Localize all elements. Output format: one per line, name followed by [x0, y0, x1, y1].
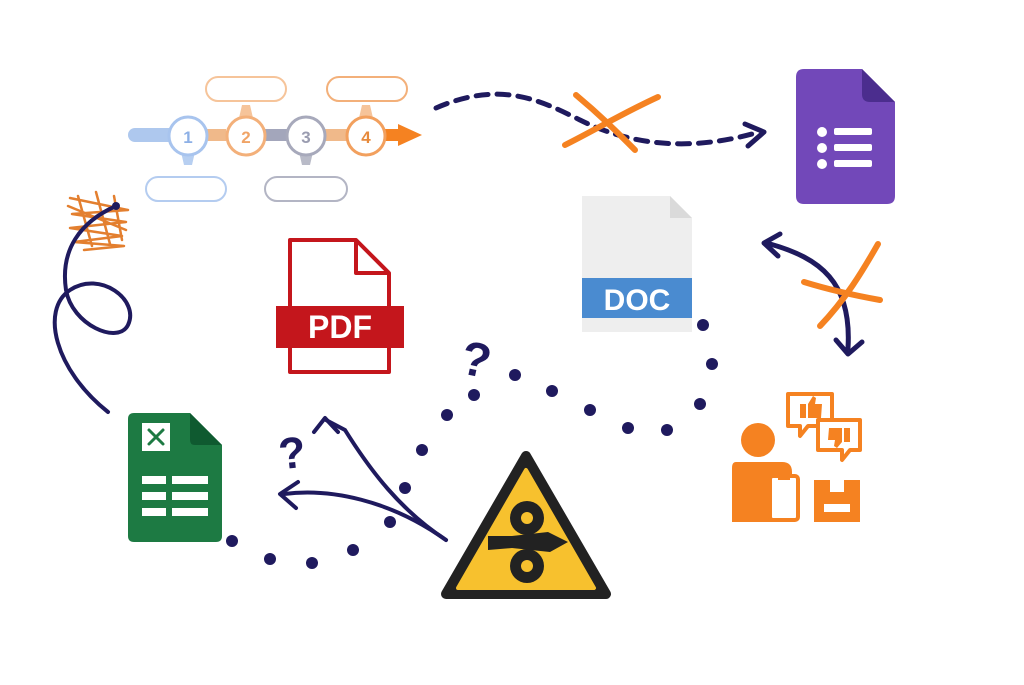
question-mark-icon-left: ?: [276, 428, 308, 480]
step-label-2: 2: [241, 128, 250, 147]
warning-pinch-hazard-icon: [441, 451, 611, 599]
fork-arrow: [278, 416, 448, 542]
x-mark-icon-right: [801, 241, 883, 329]
excel-file-icon: [128, 413, 222, 542]
step-label-4: 4: [361, 128, 371, 147]
pdf-file-icon: PDF: [276, 238, 404, 374]
customer-feedback-icon: [732, 392, 862, 522]
dotted-path-doc: [226, 319, 718, 569]
google-forms-icon: [796, 69, 895, 204]
question-mark-icon: ?: [456, 332, 496, 390]
pdf-label: PDF: [308, 309, 372, 345]
scribble-icon: [66, 190, 130, 252]
doc-file-icon: DOC: [582, 196, 692, 332]
step-label-3: 3: [301, 128, 310, 147]
x-mark-icon: [562, 92, 661, 153]
process-steps-icon: 1 2 3 4: [128, 76, 422, 202]
doc-label: DOC: [604, 284, 671, 317]
step-label-1: 1: [183, 128, 192, 147]
double-arrow-right: [761, 231, 865, 357]
dashed-arrow-top: [433, 91, 767, 149]
loop-line-left: [52, 204, 133, 414]
